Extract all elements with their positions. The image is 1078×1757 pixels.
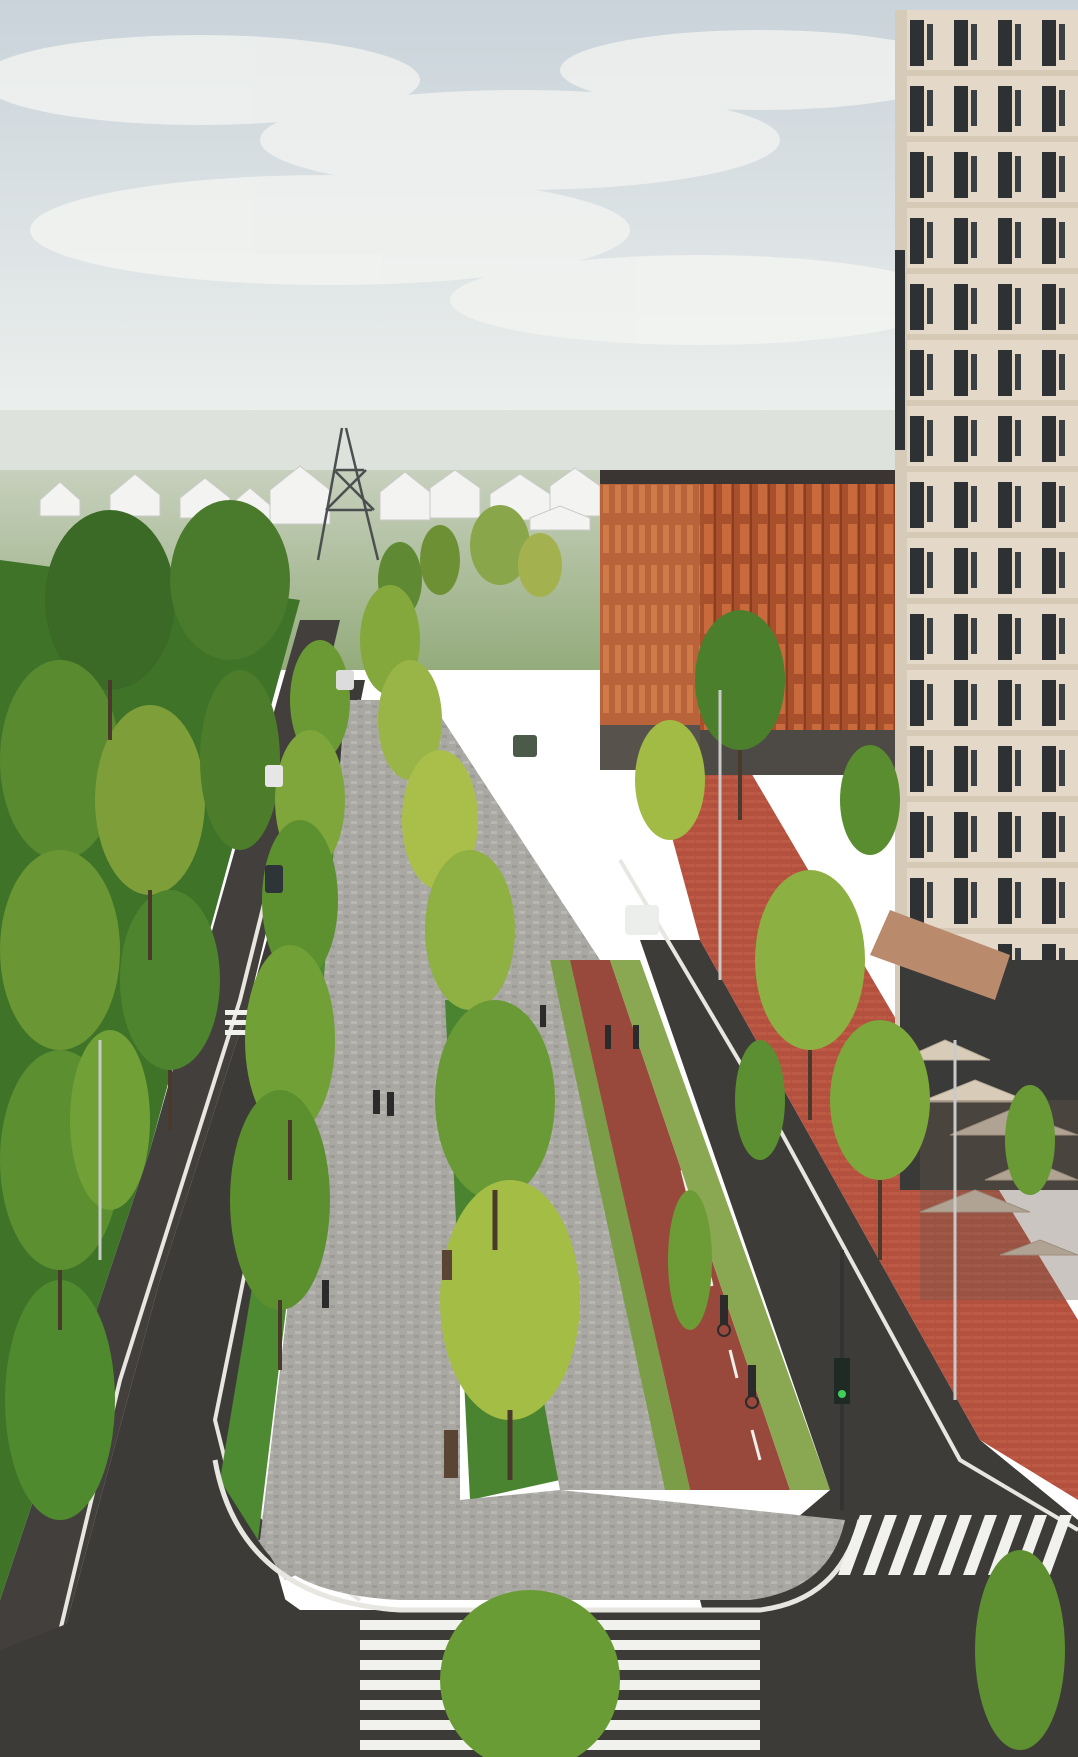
promenade-end-curb — [212, 1459, 863, 1613]
office-building — [600, 470, 910, 775]
crosswalk-right — [838, 1515, 1072, 1575]
promenade-tree-row — [230, 640, 350, 1310]
left-tree-row — [0, 500, 290, 1520]
benches — [442, 1250, 458, 1478]
crosswalk-left — [225, 1010, 265, 1035]
promenade-end-paving — [258, 1490, 845, 1600]
cars — [265, 670, 659, 935]
right-tree-trunks — [738, 750, 882, 1260]
bike-lane-grass-left — [550, 960, 690, 1490]
cyclists — [717, 1295, 759, 1409]
residential-tower — [895, 10, 1078, 1190]
promenade-tree-trunks — [278, 1120, 292, 1370]
right-curb-line — [618, 858, 1078, 1532]
street-lamps — [98, 690, 957, 1400]
pedestrians — [322, 1005, 639, 1308]
right-tree-row — [635, 610, 1065, 1750]
cafe-awning — [870, 910, 1010, 1000]
central-promenade — [260, 700, 460, 1580]
traffic-signal — [834, 1250, 850, 1510]
central-tree-trunks — [492, 1190, 513, 1480]
clouds — [0, 30, 960, 345]
central-tree-row — [360, 585, 620, 1757]
bike-lane-grass-right — [610, 960, 830, 1490]
transmission-tower — [316, 427, 380, 561]
left-tree-trunks — [58, 680, 172, 1330]
